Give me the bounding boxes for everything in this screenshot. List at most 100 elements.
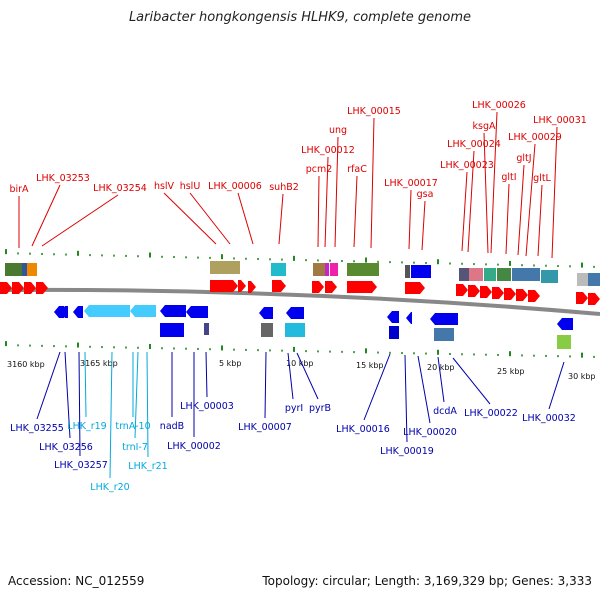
forward-gene-arrow <box>516 289 528 301</box>
gene-box <box>411 265 431 278</box>
reverse-gene-label: pyrI <box>285 403 303 414</box>
label-leader-line <box>505 183 510 255</box>
top-tick-row <box>5 249 595 268</box>
forward-gene-label: gsa <box>417 189 434 200</box>
forward-gene-arrow <box>576 292 588 304</box>
forward-gene-arrow <box>456 284 468 296</box>
forward-gene-label: rfaC <box>347 164 367 175</box>
reverse-gene-label: LHK_00002 <box>167 441 221 452</box>
forward-gene-label: LHK_00012 <box>301 145 355 156</box>
forward-gene-arrow <box>24 282 36 294</box>
forward-gene-label: LHK_00006 <box>208 181 262 192</box>
label-leader-line <box>205 351 208 398</box>
label-leader-line <box>31 184 61 247</box>
forward-gene-label: LHK_00026 <box>472 100 526 111</box>
forward-gene-arrow <box>0 282 12 294</box>
forward-gene-label: hslU <box>180 181 201 192</box>
reverse-gene-label: trnI-7 <box>122 442 148 453</box>
reverse-gene-arrow <box>557 318 573 330</box>
forward-gene-arrow <box>504 288 516 300</box>
forward-gene-label: ksgA <box>473 121 496 132</box>
label-leader-line <box>264 351 267 419</box>
label-leader-line <box>134 351 139 439</box>
forward-gene-arrow <box>325 281 337 293</box>
label-leader-line <box>109 351 113 479</box>
scale-label: 25 kbp <box>497 367 525 376</box>
gene-box <box>577 273 588 286</box>
forward-gene-label: gltL <box>533 173 551 184</box>
label-leader-line <box>146 351 149 458</box>
forward-gene-arrow <box>528 290 540 302</box>
forward-gene-label: birA <box>9 184 29 195</box>
label-leader-line <box>461 171 468 252</box>
forward-gene-arrow <box>210 280 238 292</box>
gene-box <box>512 268 540 281</box>
label-leader-line <box>163 192 217 245</box>
label-leader-line <box>525 143 536 257</box>
forward-gene-label: LHK_00017 <box>384 178 438 189</box>
reverse-gene-arrow <box>54 306 64 318</box>
gene-box <box>484 268 496 281</box>
gene-box <box>271 263 286 276</box>
label-leader-line <box>64 351 71 439</box>
label-leader-line <box>370 117 375 249</box>
reverse-gene-arrow <box>387 311 399 323</box>
label-leader-line <box>189 192 231 245</box>
reverse-gene-arrow <box>130 305 156 317</box>
forward-gene-label: LHK_03254 <box>93 183 147 194</box>
reverse-gene-label: LHK_00022 <box>464 408 518 419</box>
gene-box <box>588 273 600 286</box>
gene-box <box>434 328 454 341</box>
forward-gene-arrow <box>36 282 48 294</box>
reverse-gene-label: LHK_r19 <box>67 421 106 432</box>
genome-backbone <box>0 287 600 316</box>
reverse-gene-label: LHK_00003 <box>180 401 234 412</box>
label-leader-line <box>404 354 408 443</box>
label-leader-line <box>317 175 320 248</box>
reverse-gene-label: pyrB <box>309 403 331 414</box>
scale-label: 30 kbp <box>568 372 596 381</box>
label-leader-line <box>490 111 498 254</box>
label-leader-line <box>84 351 87 418</box>
forward-gene-label: suhB2 <box>269 182 299 193</box>
forward-gene-label: LHK_00024 <box>447 139 501 150</box>
forward-gene-label: gltJ <box>516 153 531 164</box>
label-leader-line <box>452 357 491 405</box>
scale-label: 5 kbp <box>219 359 241 368</box>
reverse-gene-arrow <box>73 306 83 318</box>
reverse-gene-arrow <box>259 307 273 319</box>
label-leader-line <box>287 352 294 400</box>
forward-gene-arrow <box>588 293 600 305</box>
forward-gene-arrow <box>312 281 324 293</box>
label-leader-line <box>363 353 391 421</box>
reverse-gene-label: dcdA <box>433 406 457 417</box>
forward-gene-arrow <box>347 281 377 293</box>
gene-box <box>160 323 184 337</box>
scale-label: 15 kbp <box>356 361 384 370</box>
label-leader-line <box>421 200 426 251</box>
forward-gene-arrow <box>12 282 24 294</box>
gene-box <box>347 263 379 276</box>
gene-box <box>405 265 410 278</box>
reverse-gene-arrow <box>406 312 412 324</box>
gene-box <box>557 335 571 349</box>
reverse-gene-label: LHK_03255 <box>10 423 64 434</box>
gene-box <box>330 263 338 276</box>
gene-box <box>5 263 27 276</box>
gene-box <box>459 268 469 281</box>
reverse-gene-label: LHK_00016 <box>336 424 390 435</box>
label-leader-line <box>278 193 284 245</box>
reverse-gene-label: LHK_r20 <box>90 482 129 493</box>
label-leader-line <box>408 189 412 250</box>
reverse-gene-label: LHK_03256 <box>39 442 93 453</box>
scale-label: 3160 kbp <box>7 360 45 369</box>
scale-label: 20 kbp <box>427 363 455 372</box>
forward-gene-label: gltI <box>501 172 516 183</box>
gene-box <box>22 263 27 276</box>
gene-box <box>210 261 240 274</box>
reverse-gene-label: nadB <box>160 421 184 432</box>
gene-box <box>261 323 273 337</box>
gene-box <box>325 263 329 276</box>
forward-gene-label: pcm2 <box>306 164 333 175</box>
